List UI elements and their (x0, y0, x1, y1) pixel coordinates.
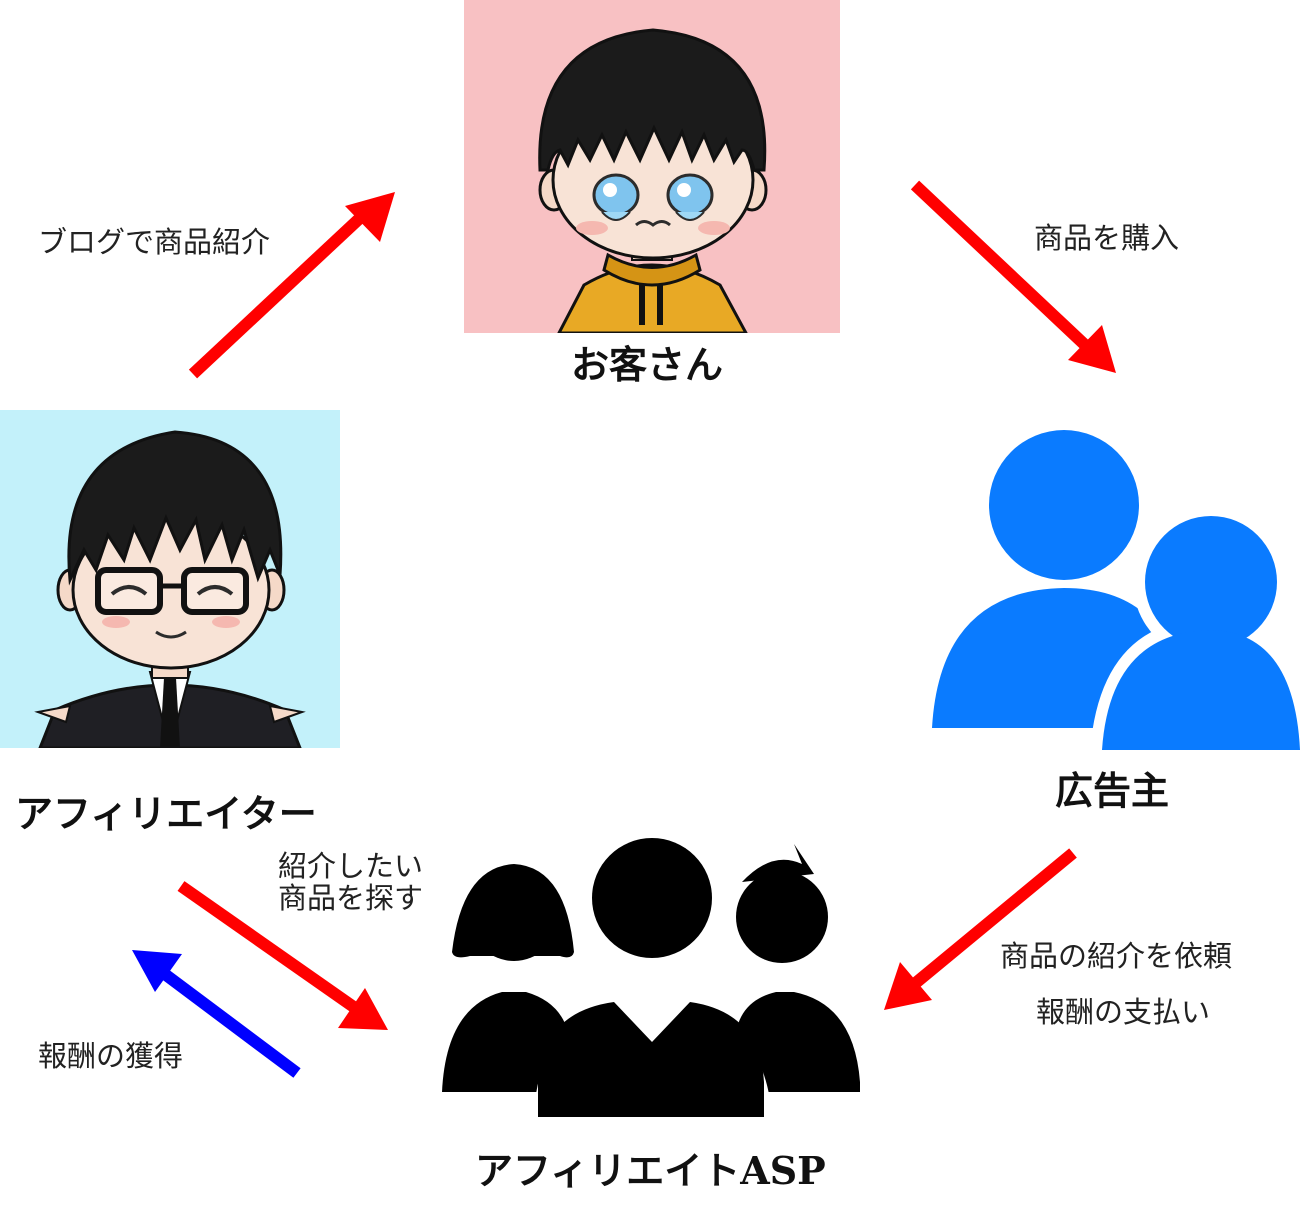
crying-child-avatar-icon (538, 28, 768, 333)
advertiser-name: 広告主 (1055, 768, 1170, 813)
arrow-blog-intro (188, 192, 395, 379)
edge-label-search-line1: 紹介したい (278, 849, 424, 883)
two-people-icon (932, 430, 1300, 750)
affiliater-name: アフィリエイター (15, 791, 317, 836)
edge-label-blog-intro: ブログで商品紹介 (38, 225, 271, 259)
edge-label-request-line1: 商品の紹介を依頼 (1000, 939, 1233, 973)
group-of-people-icon (442, 832, 860, 1117)
edge-label-request-line2: 報酬の支払い (1036, 995, 1211, 1029)
arrow-purchase (910, 180, 1116, 373)
customer-avatar (464, 0, 840, 333)
customer-name: お客さん (571, 342, 724, 387)
edge-label-search-line2: 商品を探す (278, 881, 424, 915)
edge-label-reward: 報酬の獲得 (38, 1039, 184, 1073)
arrow-request (884, 848, 1077, 1010)
smiling-man-avatar-icon (34, 430, 306, 748)
asp-name: アフィリエイトASP (475, 1148, 826, 1193)
affiliater-avatar (0, 410, 340, 748)
edge-label-purchase: 商品を購入 (1034, 221, 1180, 255)
